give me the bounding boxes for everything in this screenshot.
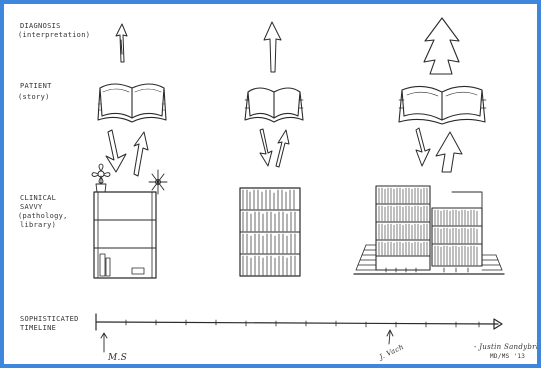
diagnosis-arrow-small-icon: [116, 24, 127, 62]
patient-book-medium-icon: [245, 88, 303, 122]
exchange-arrows-right-icon: [416, 128, 462, 172]
library-large-icon: [354, 186, 504, 274]
patient-book-small-icon: [98, 84, 166, 122]
diagnosis-arrow-medium-icon: [264, 22, 281, 72]
timeline-marker-ms-arrow-icon: [101, 333, 107, 352]
bookshelf-medium-icon: [240, 188, 300, 276]
diagnosis-arrow-large-icon: [424, 18, 459, 74]
exchange-arrows-middle-icon: [260, 129, 289, 167]
sparkle-icon: [149, 170, 167, 194]
timeline-marker-jvach-arrow-icon: [387, 330, 393, 344]
flower-pot-icon: [92, 164, 110, 192]
bookshelf-sparse-icon: [94, 192, 156, 278]
patient-book-large-icon: [399, 86, 486, 124]
sketch-drawing: [4, 4, 537, 364]
exchange-arrows-left-icon: [106, 130, 148, 176]
sketch-paper: DIAGNOSIS (interpretation) PATIENT (stor…: [4, 4, 537, 364]
timeline-axis: [96, 314, 502, 330]
